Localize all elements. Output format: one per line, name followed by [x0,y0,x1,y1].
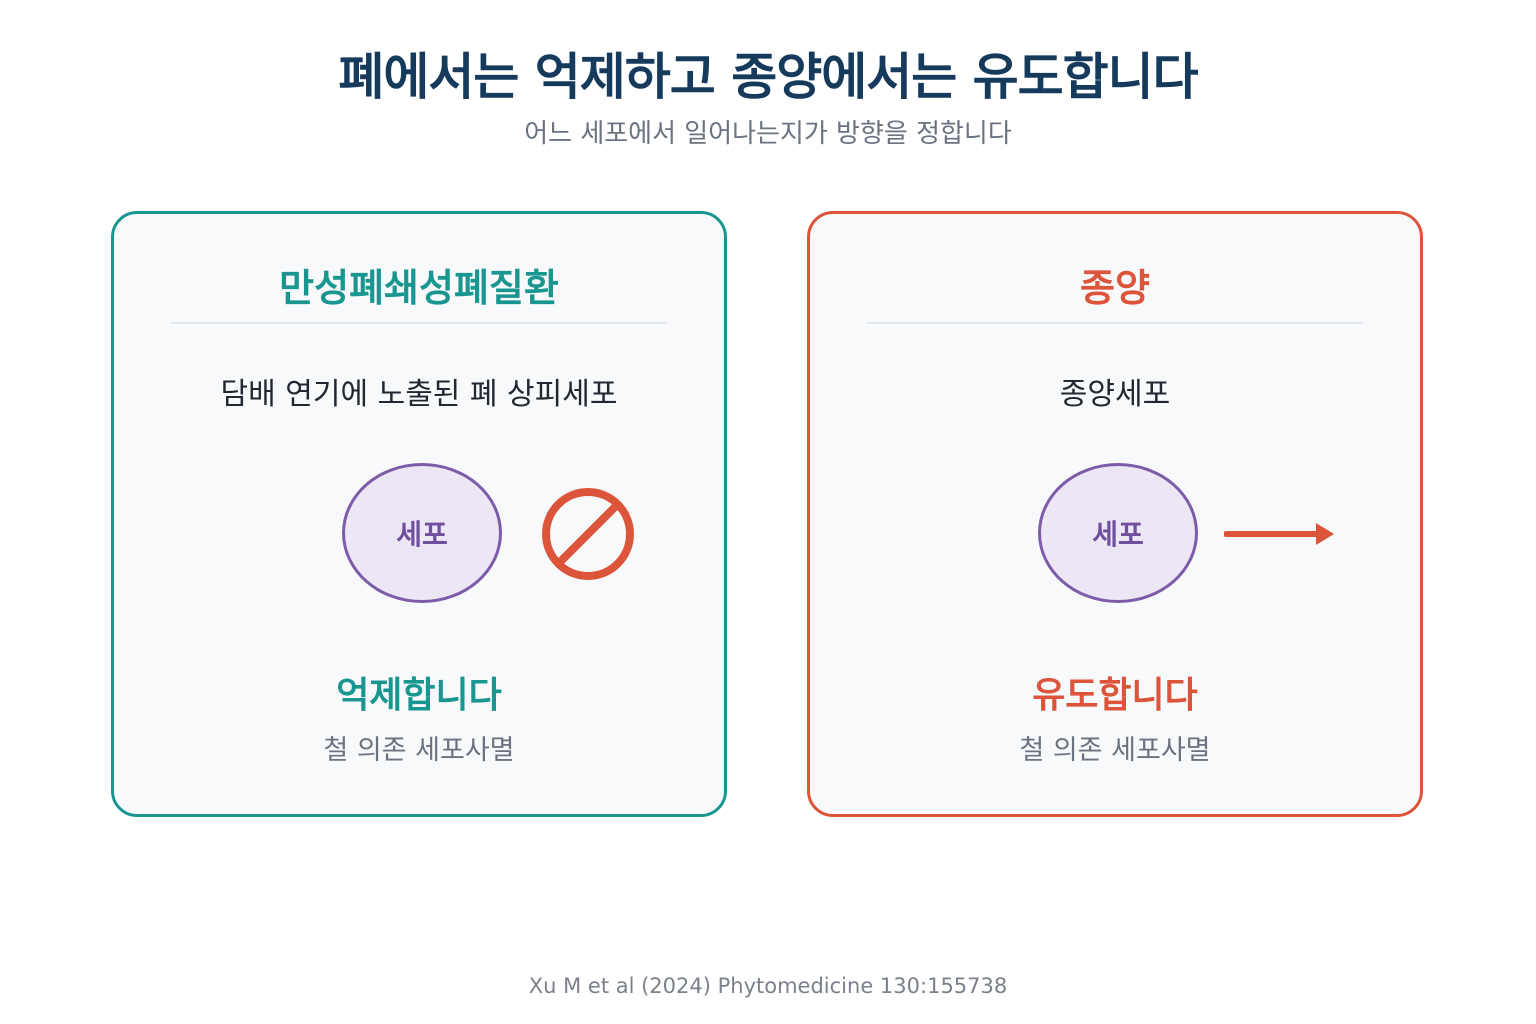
panel-divider [171,322,667,324]
cell-context: 종양세포 [1059,377,1171,412]
cell-context: 담배 연기에 노출된 폐 상피세포 [220,377,618,412]
outcome-label: 유도합니다 [1032,675,1198,716]
panel-title: 만성폐쇄성폐질환 [279,266,559,310]
cell-ellipse: 세포 [342,463,502,603]
source-citation: Xu M et al (2024) Phytomedicine 130:1557… [528,974,1008,998]
page-title: 폐에서는 억제하고 종양에서는 유도합니다 [338,48,1198,106]
panel-divider [867,322,1363,324]
mechanism-label: 철 의존 세포사멸 [1019,735,1211,766]
mechanism-label: 철 의존 세포사멸 [323,735,515,766]
tumor-panel: 종양 종양세포 세포 유도합니다 철 의존 세포사멸 [807,211,1423,817]
cell-label: 세포 [396,518,448,551]
arrow-right-icon [1224,523,1334,545]
page-subtitle: 어느 세포에서 일어나는지가 방향을 정합니다 [524,119,1012,149]
panel-title: 종양 [1080,266,1150,310]
cell-label: 세포 [1092,518,1144,551]
prohibition-icon [542,488,634,580]
cell-ellipse: 세포 [1038,463,1198,603]
copd-panel: 만성폐쇄성폐질환 담배 연기에 노출된 폐 상피세포 세포 억제합니다 철 의존… [111,211,727,817]
outcome-label: 억제합니다 [336,675,502,716]
